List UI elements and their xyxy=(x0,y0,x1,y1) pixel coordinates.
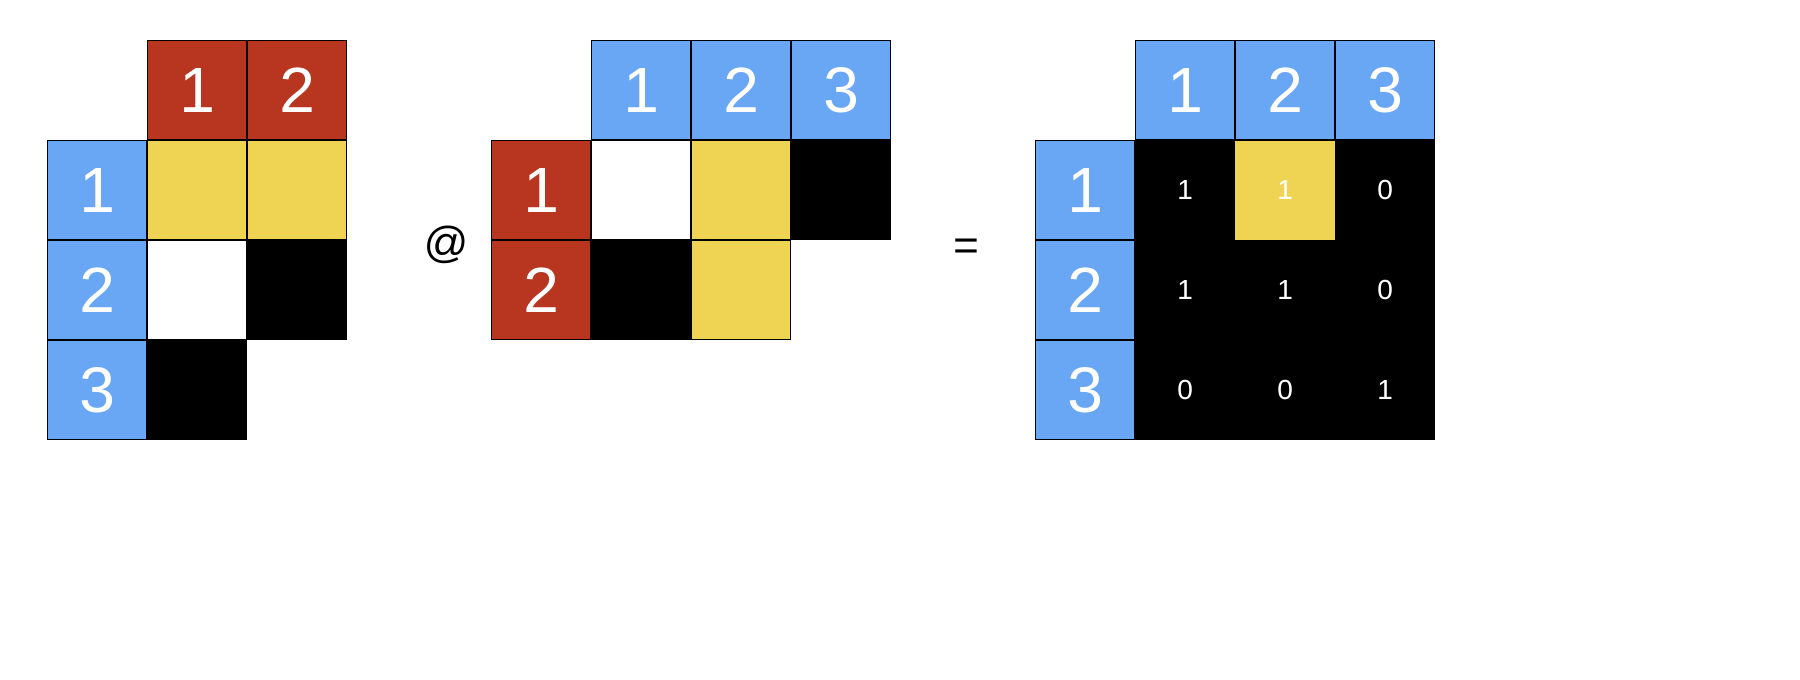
matrix-cell-r2-c2 xyxy=(691,240,791,340)
row-header-3: 3 xyxy=(1035,340,1135,440)
matrix-cell-r1-c1 xyxy=(147,140,247,240)
matrix-cell-r1-c2 xyxy=(691,140,791,240)
row-header-2: 2 xyxy=(1035,240,1135,340)
matrix-cell-r1-c2 xyxy=(247,140,347,240)
row-header-2: 2 xyxy=(491,240,591,340)
matrix-cell-r2-c1 xyxy=(591,240,691,340)
row-header-2: 2 xyxy=(47,240,147,340)
matrix-cell-r1-c2: 1 xyxy=(1235,140,1335,240)
matrix-cell-r2-c3: 0 xyxy=(1335,240,1435,340)
column-header-1: 1 xyxy=(1135,40,1235,140)
column-header-3: 3 xyxy=(1335,40,1435,140)
matrix-cell-r3-c1: 0 xyxy=(1135,340,1235,440)
row-header-1: 1 xyxy=(1035,140,1135,240)
matrix-cell-r2-c1 xyxy=(147,240,247,340)
matrix-cell-r3-c2: 0 xyxy=(1235,340,1335,440)
column-header-3: 3 xyxy=(791,40,891,140)
row-header-1: 1 xyxy=(491,140,591,240)
column-header-2: 2 xyxy=(1235,40,1335,140)
matrix-cell-r1-c1 xyxy=(591,140,691,240)
column-header-1: 1 xyxy=(591,40,691,140)
matrix-cell-r2-c1: 1 xyxy=(1135,240,1235,340)
matrix-cell-r2-c2 xyxy=(247,240,347,340)
row-header-3: 3 xyxy=(47,340,147,440)
matrix-cell-r1-c1: 1 xyxy=(1135,140,1235,240)
matrix-cell-r3-c3: 1 xyxy=(1335,340,1435,440)
matrix-cell-r1-c3: 0 xyxy=(1335,140,1435,240)
matmul-operator: @ xyxy=(423,218,469,267)
column-header-2: 2 xyxy=(691,40,791,140)
row-header-1: 1 xyxy=(47,140,147,240)
equals-operator: = xyxy=(953,221,979,270)
column-header-1: 1 xyxy=(147,40,247,140)
matrix-cell-r3-c1 xyxy=(147,340,247,440)
column-header-2: 2 xyxy=(247,40,347,140)
matrix-cell-r2-c2: 1 xyxy=(1235,240,1335,340)
matrix-cell-r1-c3 xyxy=(791,140,891,240)
